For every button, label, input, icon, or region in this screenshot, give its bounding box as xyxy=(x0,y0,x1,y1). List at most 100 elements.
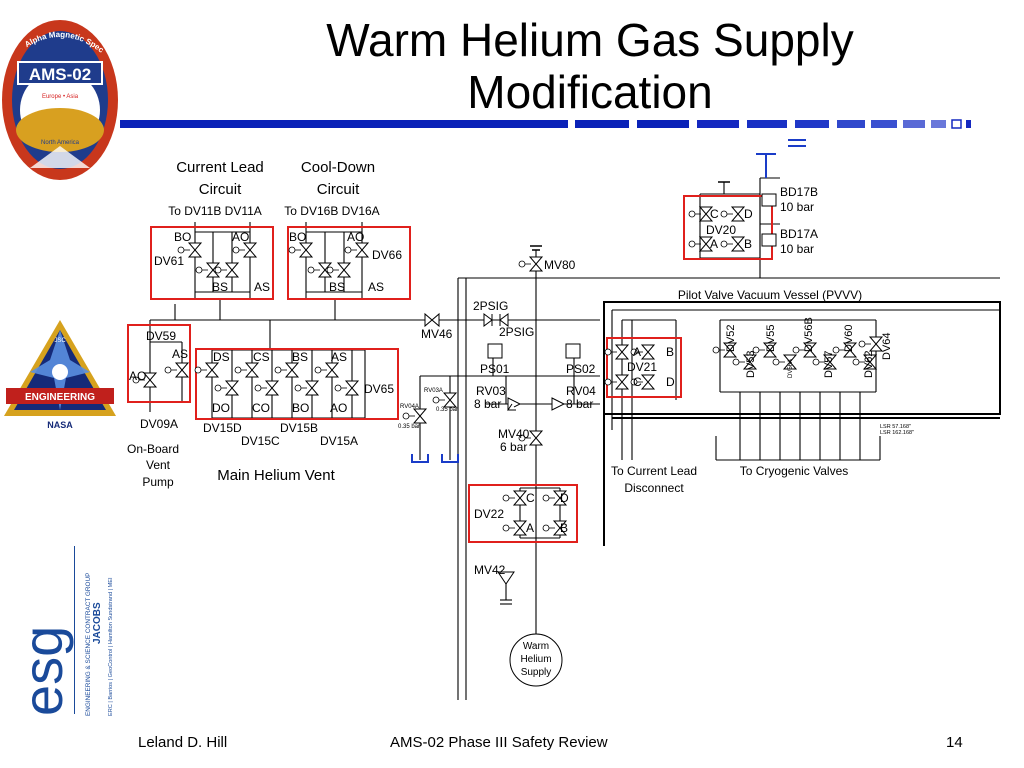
label-bs-2: BS xyxy=(329,280,345,294)
label-bo-2: BO xyxy=(289,230,306,244)
label-ps02: PS02 xyxy=(566,362,596,376)
to-current-lead-label-1: To Current Lead xyxy=(611,464,697,478)
label-dv52: DV52 xyxy=(725,324,737,352)
label-bd17b: BD17B xyxy=(780,185,818,199)
cooldown-label-1: Cool-Down xyxy=(301,159,375,176)
to-current-lead-label-2: Disconnect xyxy=(624,481,684,495)
label-rv03a-pressure: 0.35 bar xyxy=(436,407,458,413)
label-dv66: DV66 xyxy=(372,248,402,262)
warm-label-2: Helium xyxy=(520,654,551,665)
label-ao-1: AO xyxy=(232,230,249,244)
ams-sub2: North America xyxy=(41,140,80,146)
nasa-engineering-patch-icon: JSC ENGINEERING NASA xyxy=(4,320,116,430)
label-as-4: AS xyxy=(331,350,347,364)
label-mv42: MV42 xyxy=(474,563,506,577)
label-dv22: DV22 xyxy=(474,507,504,521)
label-rv04: RV04 xyxy=(566,384,596,398)
ams-02-mission-patch-icon: AMS-02 Europe • Asia North America Alpha… xyxy=(0,18,118,180)
label-dv56a: DV56A xyxy=(788,359,794,378)
label-rv03a: RV03A xyxy=(424,388,443,394)
label-as-3: AS xyxy=(172,347,188,361)
ams-sub1: Europe • Asia xyxy=(42,94,79,100)
label-as-1: AS xyxy=(254,280,270,294)
label-dv56b: DV56B xyxy=(803,317,815,352)
warm-label-1: Warm xyxy=(523,641,549,652)
label-dv64: DV64 xyxy=(881,332,893,360)
label-dv65: DV65 xyxy=(364,382,394,396)
label-dv20-c: C xyxy=(710,207,719,221)
label-lsr-1: LSR 57.168" xyxy=(880,424,911,430)
label-bd17a-pressure: 10 bar xyxy=(780,242,814,256)
label-mv46: MV46 xyxy=(421,327,453,341)
label-2psig-1: 2PSIG xyxy=(473,299,508,313)
label-dv22-a: A xyxy=(526,521,534,535)
label-dv20-a: A xyxy=(710,237,718,251)
label-dv22-c: C xyxy=(526,491,535,505)
esg-mark: esg xyxy=(11,626,74,716)
to-cryogenic-valves-label: To Cryogenic Valves xyxy=(740,464,849,478)
label-dv21-a: A xyxy=(633,345,641,359)
label-rv04-pressure: 8 bar xyxy=(566,397,593,411)
label-pvvv: Pilot Valve Vacuum Vessel (PVVV) xyxy=(678,288,862,302)
label-as-2: AS xyxy=(368,280,384,294)
footer-presentation-title: AMS-02 Phase III Safety Review xyxy=(390,734,608,751)
esg-group: ENGINEERING & SCIENCE CONTRACT GROUP xyxy=(85,573,92,716)
label-dv53: DV53 xyxy=(745,350,757,378)
onboard-label-2: Vent xyxy=(146,458,171,472)
nasa-top: JSC xyxy=(54,338,66,344)
label-mv40-pressure: 6 bar xyxy=(500,440,527,454)
label-dv62: DV62 xyxy=(863,350,875,378)
label-dv60: DV60 xyxy=(843,324,855,352)
label-dv20: DV20 xyxy=(706,223,736,237)
nasa-band: ENGINEERING xyxy=(25,392,95,403)
label-ao-4: AO xyxy=(330,401,347,415)
label-rv04a-pressure: 0.35 bar xyxy=(398,424,420,430)
current-lead-label-1: Current Lead xyxy=(176,159,264,176)
label-dv21-d: D xyxy=(666,375,675,389)
label-rv04a: RV04A xyxy=(400,404,419,410)
label-bd17b-pressure: 10 bar xyxy=(780,200,814,214)
label-bo-1: BO xyxy=(174,230,191,244)
label-dv15a: DV15A xyxy=(320,434,358,448)
esg-logo-icon: esg ENGINEERING & SCIENCE CONTRACT GROUP… xyxy=(11,546,114,716)
label-dv21-c: C xyxy=(633,375,642,389)
label-dv22-b: B xyxy=(560,521,568,535)
label-lsr-2: LSR 162.168" xyxy=(880,430,914,436)
label-dv09a: DV09A xyxy=(140,417,178,431)
title-line-2: Modification xyxy=(467,66,713,118)
label-dv20-d: D xyxy=(744,207,753,221)
title-line-1: Warm Helium Gas Supply xyxy=(326,14,854,66)
label-ds: DS xyxy=(213,350,230,364)
title-rule xyxy=(120,119,971,129)
label-rv03-pressure: 8 bar xyxy=(474,397,501,411)
label-mv40: MV40 xyxy=(498,427,530,441)
nasa-bottom: NASA xyxy=(47,420,73,430)
label-mv80: MV80 xyxy=(544,258,576,272)
label-rv03: RV03 xyxy=(476,384,506,398)
cooldown-label-2: Circuit xyxy=(317,181,360,198)
slide-title: Warm Helium Gas Supply Modification xyxy=(150,14,1024,118)
label-dv21: DV21 xyxy=(627,360,657,374)
label-dv61: DV61 xyxy=(154,254,184,268)
label-do: DO xyxy=(212,401,230,415)
label-bo-3: BO xyxy=(292,401,309,415)
onboard-label-3: Pump xyxy=(142,475,174,489)
label-dv57: DV57 xyxy=(823,350,835,378)
esg-jacobs: JACOBS xyxy=(92,602,103,644)
footer-author: Leland D. Hill xyxy=(138,734,228,751)
label-bd17a: BD17A xyxy=(780,227,818,241)
label-cs: CS xyxy=(253,350,270,364)
esg-partners: ERC | Barrios | GeoControl | Hamilton Su… xyxy=(108,577,114,716)
label-dv22-d: D xyxy=(560,491,569,505)
label-dv59: DV59 xyxy=(146,329,176,343)
ams-name: AMS-02 xyxy=(29,65,91,84)
footer-page-number: 14 xyxy=(946,734,963,751)
label-ps01: PS01 xyxy=(480,362,510,376)
label-dv15c: DV15C xyxy=(241,434,280,448)
label-2psig-2: 2PSIG xyxy=(499,325,534,339)
label-ao-3: AO xyxy=(129,369,146,383)
onboard-label-1: On-Board xyxy=(127,442,179,456)
label-co: CO xyxy=(252,401,270,415)
label-bs-3: BS xyxy=(292,350,308,364)
